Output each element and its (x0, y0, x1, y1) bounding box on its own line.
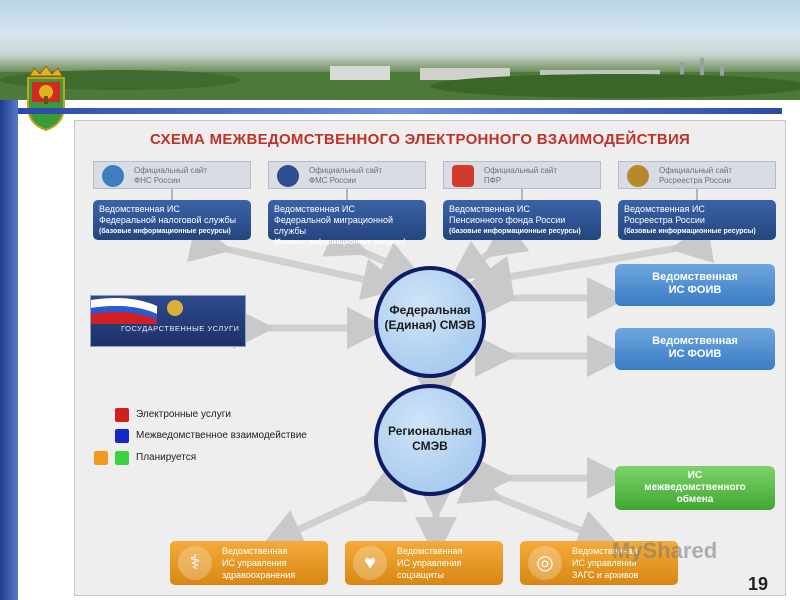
header-divider (18, 108, 782, 114)
foiv-line2: ИС ФОИВ (668, 348, 722, 360)
federal-line2: (Единая) СМЭВ (384, 318, 476, 332)
regional-smev-node: Региональная СМЭВ (374, 384, 486, 496)
mezhved-line2: межведомственного (644, 482, 746, 493)
ved-is-rosreestr: Ведомственная ИС Росреестра России (базо… (618, 200, 776, 240)
ved-org: Пенсионного фонда России (449, 215, 566, 225)
mezhved-line3: обмена (676, 494, 714, 505)
legend-label-interagency: Межведомственное взаимодействие (136, 430, 307, 441)
ved-title: Ведомственная ИС (449, 204, 530, 214)
site-name: Росреестра России (659, 176, 731, 185)
russian-flag-ribbon-icon (91, 298, 183, 324)
regional-is-line1: Ведомственная (222, 546, 288, 556)
helping-hands-icon: ♥ (353, 546, 387, 580)
regional-is-health: ⚕ Ведомственная ИС управления здравоохра… (170, 541, 328, 585)
site-label: Официальный сайт (134, 166, 208, 175)
regional-is-social: ♥ Ведомственная ИС управления соцзащиты (345, 541, 503, 585)
site-label: Официальный сайт (309, 166, 383, 175)
legend-swatch-green (115, 451, 129, 465)
ved-note: (базовые информационные ресурсы) (274, 239, 406, 246)
gosuslugi-banner[interactable]: ГОСУДАРСТВЕННЫЕ УСЛУГИ (90, 295, 246, 347)
foiv-is-box-1: Ведомственная ИС ФОИВ (615, 264, 775, 306)
site-label: Официальный сайт (484, 166, 558, 175)
foiv-is-box-2: Ведомственная ИС ФОИВ (615, 328, 775, 370)
ved-is-pfr: Ведомственная ИС Пенсионного фонда Росси… (443, 200, 601, 240)
ved-note: (базовые информационные ресурсы) (624, 228, 756, 235)
regional-is-line1: Ведомственная (397, 546, 463, 556)
diagram-title: СХЕМА МЕЖВЕДОМСТВЕННОГО ЭЛЕКТРОННОГО ВЗА… (150, 131, 691, 148)
ved-is-fns: Ведомственная ИС Федеральной налоговой с… (93, 200, 251, 240)
foiv-line1: Ведомственная (652, 271, 738, 283)
wedding-rings-icon: ◎ (528, 546, 562, 580)
ved-org: Росреестра России (624, 215, 705, 225)
site-box-fms[interactable]: Официальный сайт ФМС России (268, 161, 426, 189)
ved-title: Ведомственная ИС (624, 204, 705, 214)
site-box-pfr[interactable]: Официальный сайт ПФР (443, 161, 601, 189)
site-name: ПФР (484, 176, 502, 185)
regional-line1: Региональная (388, 424, 472, 438)
watermark: MyShared (612, 538, 718, 563)
ved-note: (базовые информационные ресурсы) (449, 228, 581, 235)
ved-org: Федеральной миграционной службы (274, 215, 394, 236)
ved-org: Федеральной налоговой службы (99, 215, 237, 225)
regional-is-line1: Ведомственная (572, 546, 638, 556)
regional-is-line2: ИС управления (397, 558, 462, 568)
lipetsk-coat-of-arms-icon (27, 66, 65, 132)
fns-emblem-icon (102, 165, 124, 187)
rosreestr-emblem-icon (627, 165, 649, 187)
regional-line2: СМЭВ (412, 439, 448, 453)
regional-is-line3: здравоохранения (222, 570, 296, 580)
left-blue-strip (0, 100, 18, 600)
site-label: Официальный сайт (659, 166, 733, 175)
mezhved-exchange-box: ИС межведомственного обмена (615, 466, 775, 510)
regional-is-line2: ИС управления (572, 558, 637, 568)
ved-is-fms: Ведомственная ИС Федеральной миграционно… (268, 200, 426, 246)
legend-swatch-blue (115, 429, 129, 443)
page-number: 19 (748, 574, 769, 594)
foiv-line2: ИС ФОИВ (668, 284, 722, 296)
federal-line1: Федеральная (389, 303, 471, 317)
regional-is-line3: соцзащиты (397, 570, 444, 580)
gosuslugi-label: ГОСУДАРСТВЕННЫЕ УСЛУГИ (121, 324, 240, 333)
regional-is-line3: ЗАГС и архивов (572, 570, 639, 580)
medical-caduceus-icon: ⚕ (178, 546, 212, 580)
federal-smev-node: Федеральная (Единая) СМЭВ (374, 266, 486, 378)
site-name: ФНС России (134, 176, 181, 185)
ved-title: Ведомственная ИС (274, 204, 355, 214)
legend-label-electronic: Электронные услуги (136, 409, 231, 420)
legend-swatch-red (115, 408, 129, 422)
regional-is-zags: ◎ Ведомственная ИС управления ЗАГС и арх… (520, 541, 678, 585)
ved-title: Ведомственная ИС (99, 204, 180, 214)
foiv-line1: Ведомственная (652, 335, 738, 347)
mezhved-line1: ИС (687, 470, 703, 481)
ved-note: (базовые информационные ресурсы) (99, 228, 231, 235)
site-name: ФМС России (309, 176, 357, 185)
site-box-rosreestr[interactable]: Официальный сайт Росреестра России (618, 161, 776, 189)
pfr-emblem-icon (452, 165, 474, 187)
legend-label-planned: Планируется (136, 452, 197, 463)
site-box-fns[interactable]: Официальный сайт ФНС России (93, 161, 251, 189)
legend-swatch-orange (94, 451, 108, 465)
regional-is-line2: ИС управления (222, 558, 287, 568)
fms-emblem-icon (277, 165, 299, 187)
